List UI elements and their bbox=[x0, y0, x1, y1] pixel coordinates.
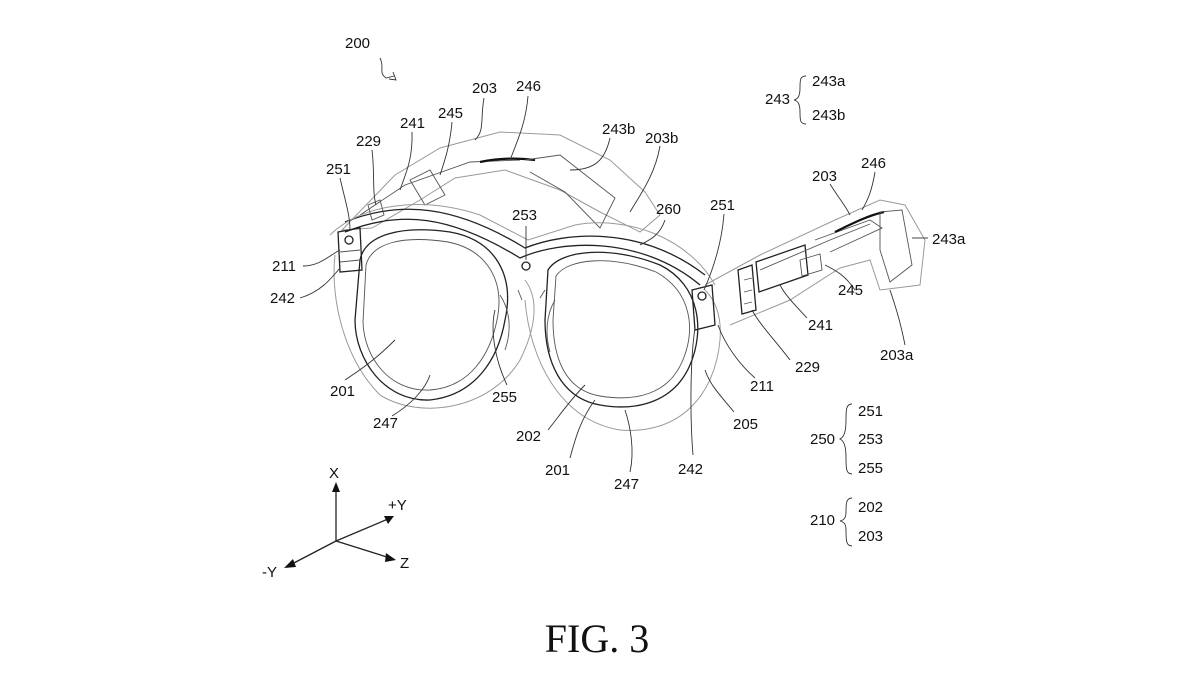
legend-250: 250 251 253 255 bbox=[810, 403, 883, 477]
legend-243-item-2: 243b bbox=[812, 107, 845, 124]
label-260: 260 bbox=[656, 201, 681, 218]
label-242-right: 242 bbox=[678, 461, 703, 478]
figure-caption: FIG. 3 bbox=[545, 616, 649, 661]
legend-210-key: 210 bbox=[810, 512, 835, 529]
legend-243-item-1: 243a bbox=[812, 73, 846, 90]
label-211-left: 211 bbox=[272, 258, 296, 275]
reference-labels: 200 203 246 245 241 229 251 243b 203b 25… bbox=[270, 35, 966, 493]
axis-plus-y-line bbox=[335, 518, 389, 542]
label-243b: 243b bbox=[602, 121, 635, 138]
label-247-right: 247 bbox=[614, 476, 639, 493]
axis-z-label: Z bbox=[400, 555, 409, 572]
axis-x-arrow-icon bbox=[332, 482, 340, 492]
label-241-right: 241 bbox=[808, 317, 833, 334]
label-251-mid: 251 bbox=[710, 197, 735, 214]
axis-minus-y-arrow-icon bbox=[284, 559, 296, 568]
label-242-left: 242 bbox=[270, 290, 295, 307]
label-229-left: 229 bbox=[356, 133, 381, 150]
legend-250-item-2: 253 bbox=[858, 431, 883, 448]
label-203b: 203b bbox=[645, 130, 678, 147]
legend-243-key: 243 bbox=[765, 91, 790, 108]
label-203-right: 203 bbox=[812, 168, 837, 185]
leader-lines bbox=[299, 57, 928, 473]
label-229-right: 229 bbox=[795, 359, 820, 376]
label-200: 200 bbox=[345, 35, 370, 52]
label-255: 255 bbox=[492, 389, 517, 406]
label-243a-right: 243a bbox=[932, 231, 966, 248]
axis-z-line bbox=[335, 540, 391, 559]
label-211-right: 211 bbox=[750, 378, 774, 395]
label-246-top: 246 bbox=[516, 78, 541, 95]
label-245-left: 245 bbox=[438, 105, 463, 122]
label-203a: 203a bbox=[880, 347, 914, 364]
legend-243: 243 243a 243b bbox=[765, 73, 846, 125]
axis-minus-y-label: -Y bbox=[262, 564, 277, 581]
legend-250-item-1: 251 bbox=[858, 403, 883, 420]
label-201-right: 201 bbox=[545, 462, 570, 479]
label-246-right: 246 bbox=[861, 155, 886, 172]
label-251-left: 251 bbox=[326, 161, 351, 178]
axis-z-arrow-icon bbox=[385, 553, 396, 562]
label-203-top: 203 bbox=[472, 80, 497, 97]
axis-plus-y-arrow-icon bbox=[384, 516, 394, 524]
glasses-drawing bbox=[329, 131, 926, 431]
label-202: 202 bbox=[516, 428, 541, 445]
axis-plus-y-label: +Y bbox=[388, 497, 407, 514]
legend-210: 210 202 203 bbox=[810, 497, 883, 547]
coordinate-axes: X +Y -Y Z bbox=[262, 465, 409, 581]
label-201-left: 201 bbox=[330, 383, 355, 400]
axis-minus-y-line bbox=[289, 540, 337, 566]
legend-210-item-2: 203 bbox=[858, 528, 883, 545]
label-205: 205 bbox=[733, 416, 758, 433]
label-247-left: 247 bbox=[373, 415, 398, 432]
axis-x-label: X bbox=[329, 465, 339, 482]
label-245-right: 245 bbox=[838, 282, 863, 299]
legend-210-item-1: 202 bbox=[858, 499, 883, 516]
label-241-left: 241 bbox=[400, 115, 425, 132]
legend-250-key: 250 bbox=[810, 431, 835, 448]
legend-250-item-3: 255 bbox=[858, 460, 883, 477]
label-253: 253 bbox=[512, 207, 537, 224]
